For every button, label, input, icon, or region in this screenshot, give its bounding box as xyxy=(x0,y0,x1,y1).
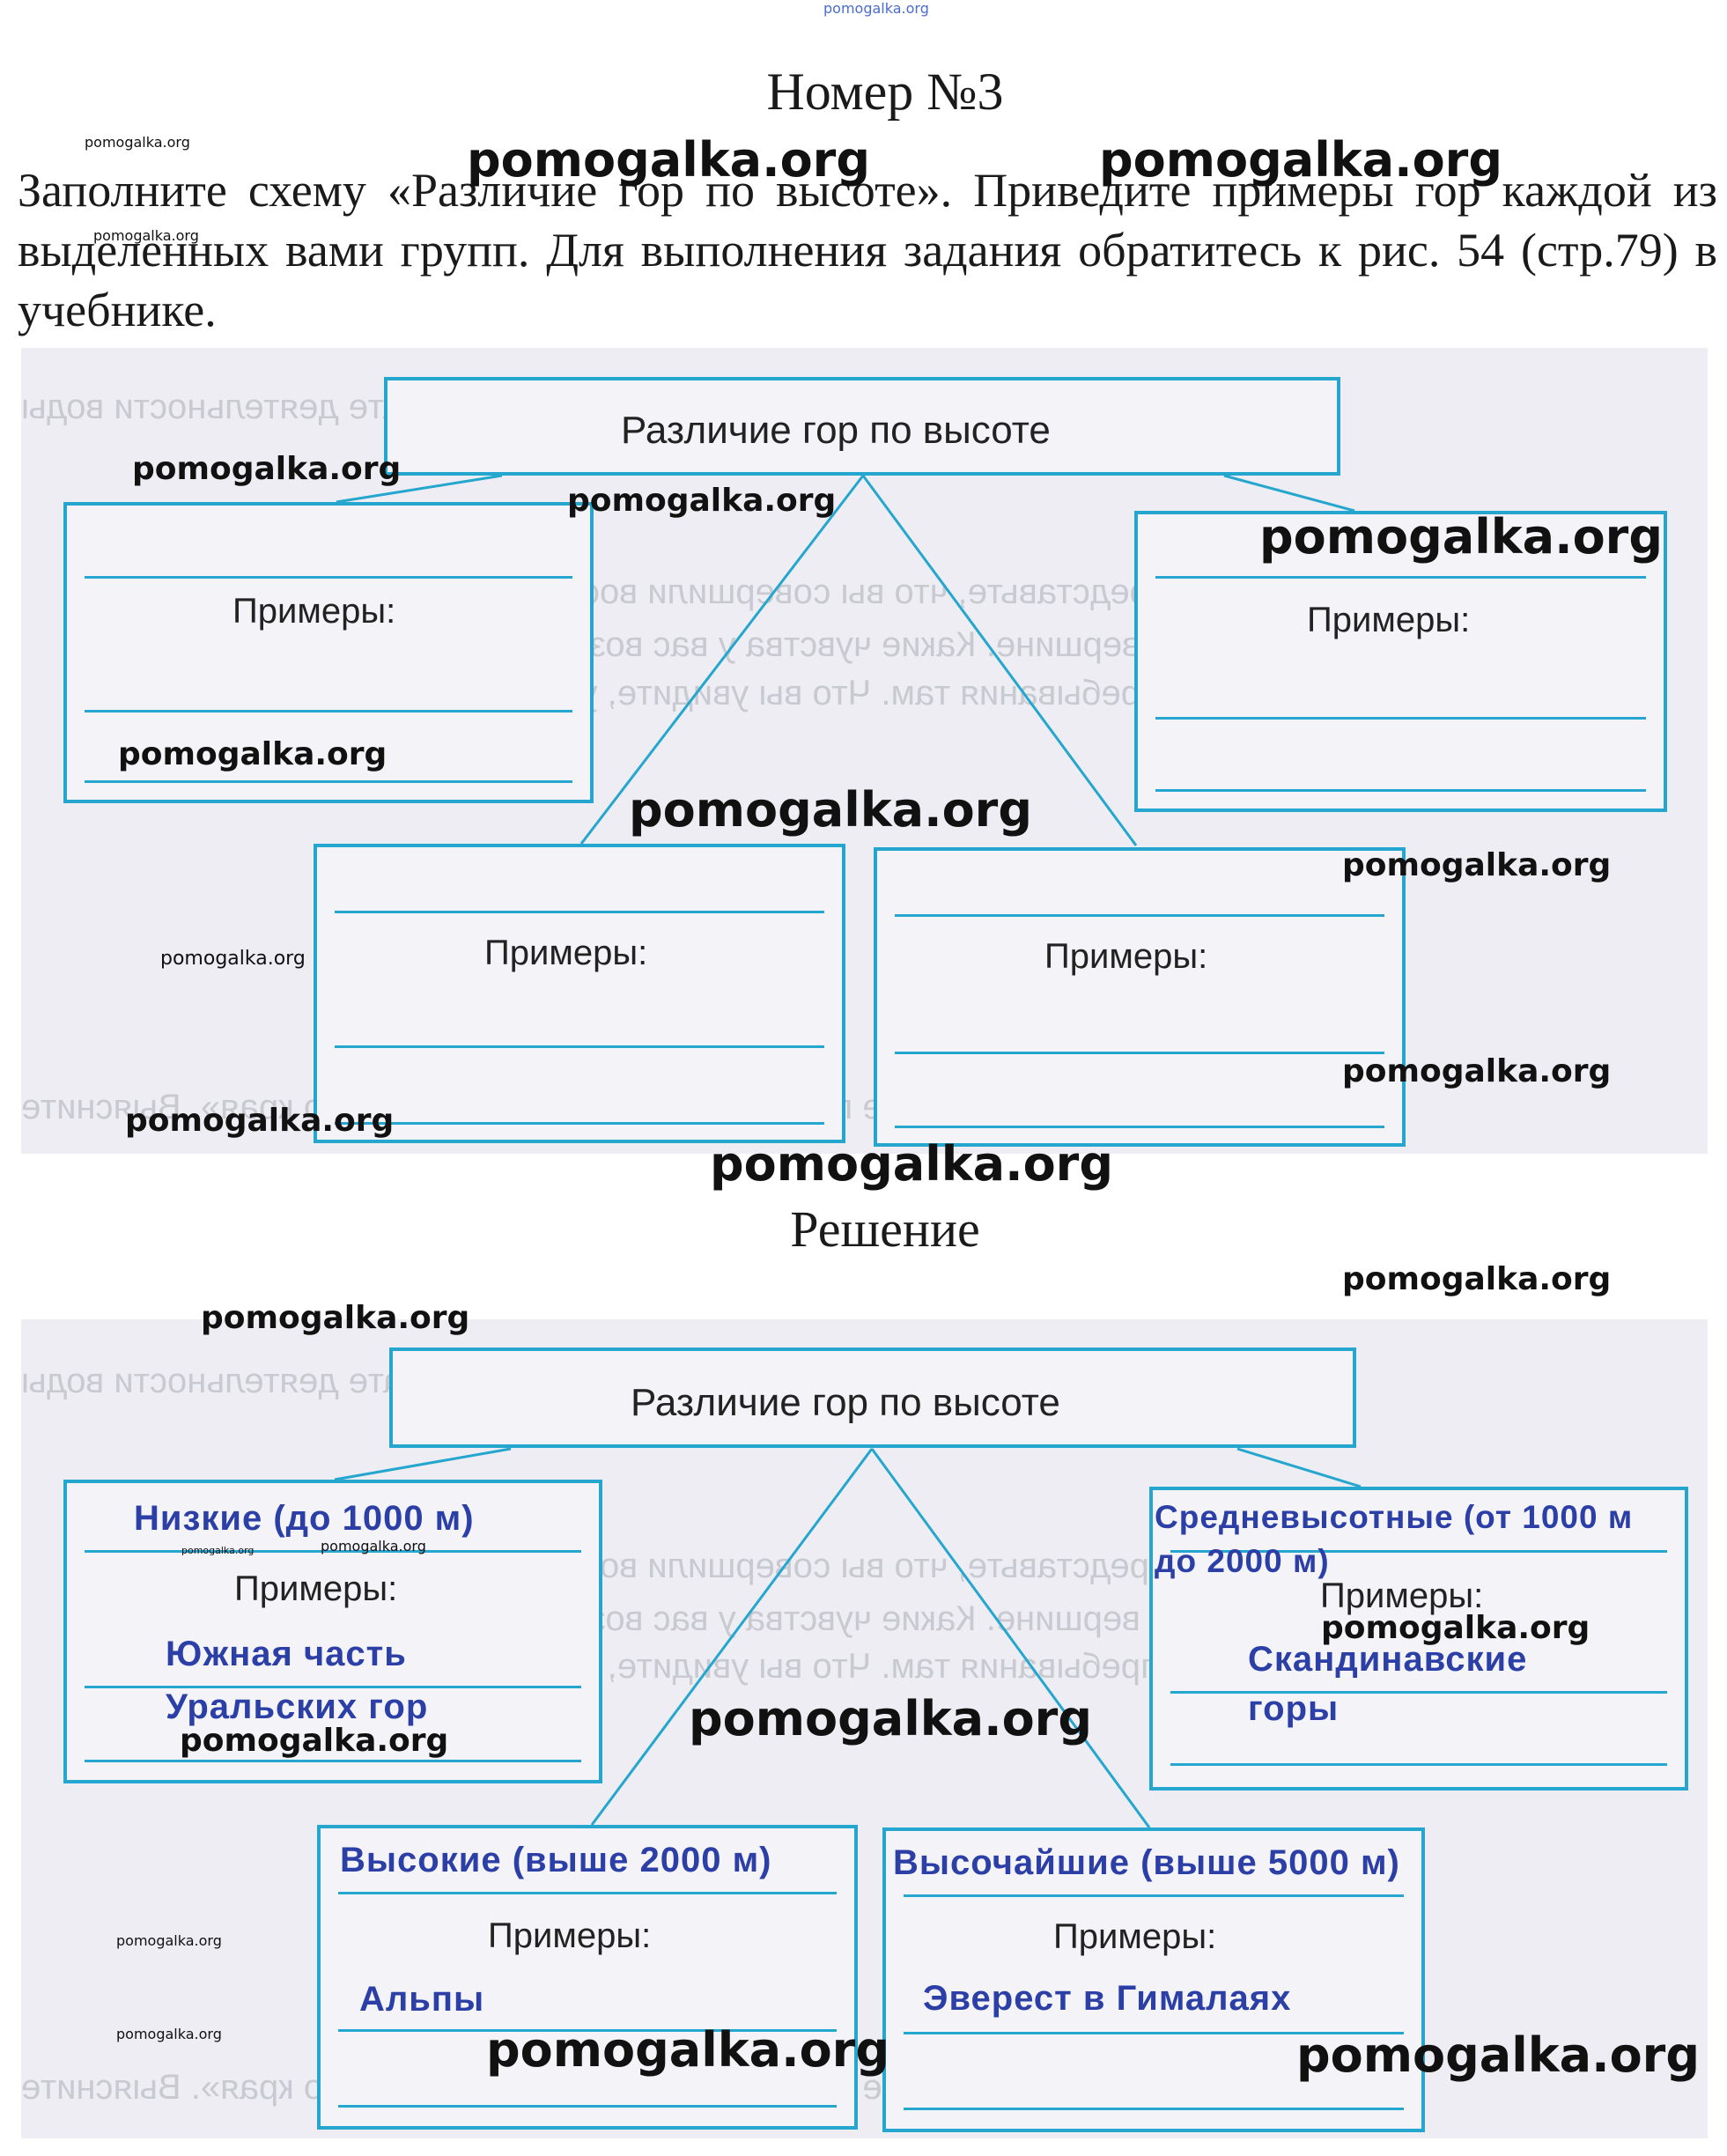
watermark: pomogalka.org xyxy=(321,1538,426,1554)
watermark: pomogalka.org xyxy=(1259,509,1663,565)
root-box-blank: Различие гор по высоте xyxy=(384,377,1340,476)
example-highest-1: Эверест в Гималаях xyxy=(923,1979,1292,2018)
group-heading-medium-2: до 2000 м) xyxy=(1155,1543,1330,1579)
watermark: pomogalka.org xyxy=(125,1103,395,1139)
solution-title: Решение xyxy=(790,1200,980,1258)
watermark: pomogalka.org xyxy=(486,2022,889,2078)
group-box-high: Высокие (выше 2000 м) Примеры: Альпы xyxy=(317,1825,858,2130)
group-box-blank: Примеры: xyxy=(63,502,594,803)
group-box-highest: Высочайшие (выше 5000 м) Примеры: Эверес… xyxy=(882,1827,1425,2132)
examples-label: Примеры: xyxy=(488,1916,652,1955)
watermark: pomogalka.org xyxy=(467,132,870,188)
group-box-blank: Примеры: xyxy=(874,847,1406,1147)
watermark: pomogalka.org xyxy=(1321,1610,1590,1646)
watermark: pomogalka.org xyxy=(567,483,837,519)
group-heading-high: Высокие (выше 2000 м) xyxy=(340,1841,772,1879)
task-text: Заполните схему «Различие гор по высоте»… xyxy=(18,164,1717,336)
watermark: pomogalka.org xyxy=(116,2026,222,2042)
root-label: Различие гор по высоте xyxy=(621,409,1051,452)
examples-label: Примеры: xyxy=(484,934,648,972)
watermark: pomogalka.org xyxy=(1099,132,1502,188)
watermark: pomogalka.org xyxy=(160,948,306,970)
examples-label: Примеры: xyxy=(234,1569,398,1608)
source-mark: pomogalka.org xyxy=(823,0,929,17)
example-medium-2: горы xyxy=(1248,1689,1340,1728)
root-box-solution: Различие гор по высоте xyxy=(389,1348,1356,1448)
watermark: pomogalka.org xyxy=(85,134,190,151)
examples-label: Примеры: xyxy=(1053,1917,1217,1956)
examples-label: Примеры: xyxy=(232,592,396,631)
group-box-low: Низкие (до 1000 м) Примеры: Южная часть … xyxy=(63,1480,602,1783)
watermark: pomogalka.org xyxy=(710,1136,1113,1192)
group-box-blank: Примеры: xyxy=(1134,511,1667,812)
watermark: pomogalka.org xyxy=(93,227,199,244)
page-title: Номер №3 xyxy=(766,63,1004,121)
examples-label: Примеры: xyxy=(1307,601,1471,639)
watermark: pomogalka.org xyxy=(116,1932,222,1949)
root-label: Различие гор по высоте xyxy=(631,1381,1060,1424)
group-heading-highest: Высочайшие (выше 5000 м) xyxy=(893,1843,1400,1882)
watermark: pomogalka.org xyxy=(1342,1053,1612,1089)
group-heading-low: Низкие (до 1000 м) xyxy=(134,1499,475,1538)
group-box-blank: Примеры: xyxy=(314,844,845,1143)
group-box-medium: Средневысотные (от 1000 м до 2000 м) При… xyxy=(1149,1487,1688,1791)
watermark: pomogalka.org xyxy=(629,782,1032,838)
watermark: pomogalka.org xyxy=(132,451,402,487)
group-heading-medium-1: Средневысотные (от 1000 м xyxy=(1155,1499,1634,1535)
watermark: pomogalka.org xyxy=(181,1545,255,1556)
example-low-1: Южная часть xyxy=(166,1635,407,1673)
watermark: pomogalka.org xyxy=(118,736,387,772)
watermark: pomogalka.org xyxy=(689,1691,1092,1746)
example-low-2: Уральских гор xyxy=(166,1687,429,1726)
examples-label: Примеры: xyxy=(1320,1576,1484,1615)
watermark: pomogalka.org xyxy=(201,1300,470,1336)
watermark: pomogalka.org xyxy=(180,1723,449,1759)
watermark: pomogalka.org xyxy=(1342,1261,1612,1297)
watermark: pomogalka.org xyxy=(1342,847,1612,883)
examples-label: Примеры: xyxy=(1044,937,1208,976)
example-high-1: Альпы xyxy=(359,1980,485,2019)
example-medium-1: Скандинавские xyxy=(1248,1640,1528,1679)
watermark: pomogalka.org xyxy=(1296,2027,1700,2083)
